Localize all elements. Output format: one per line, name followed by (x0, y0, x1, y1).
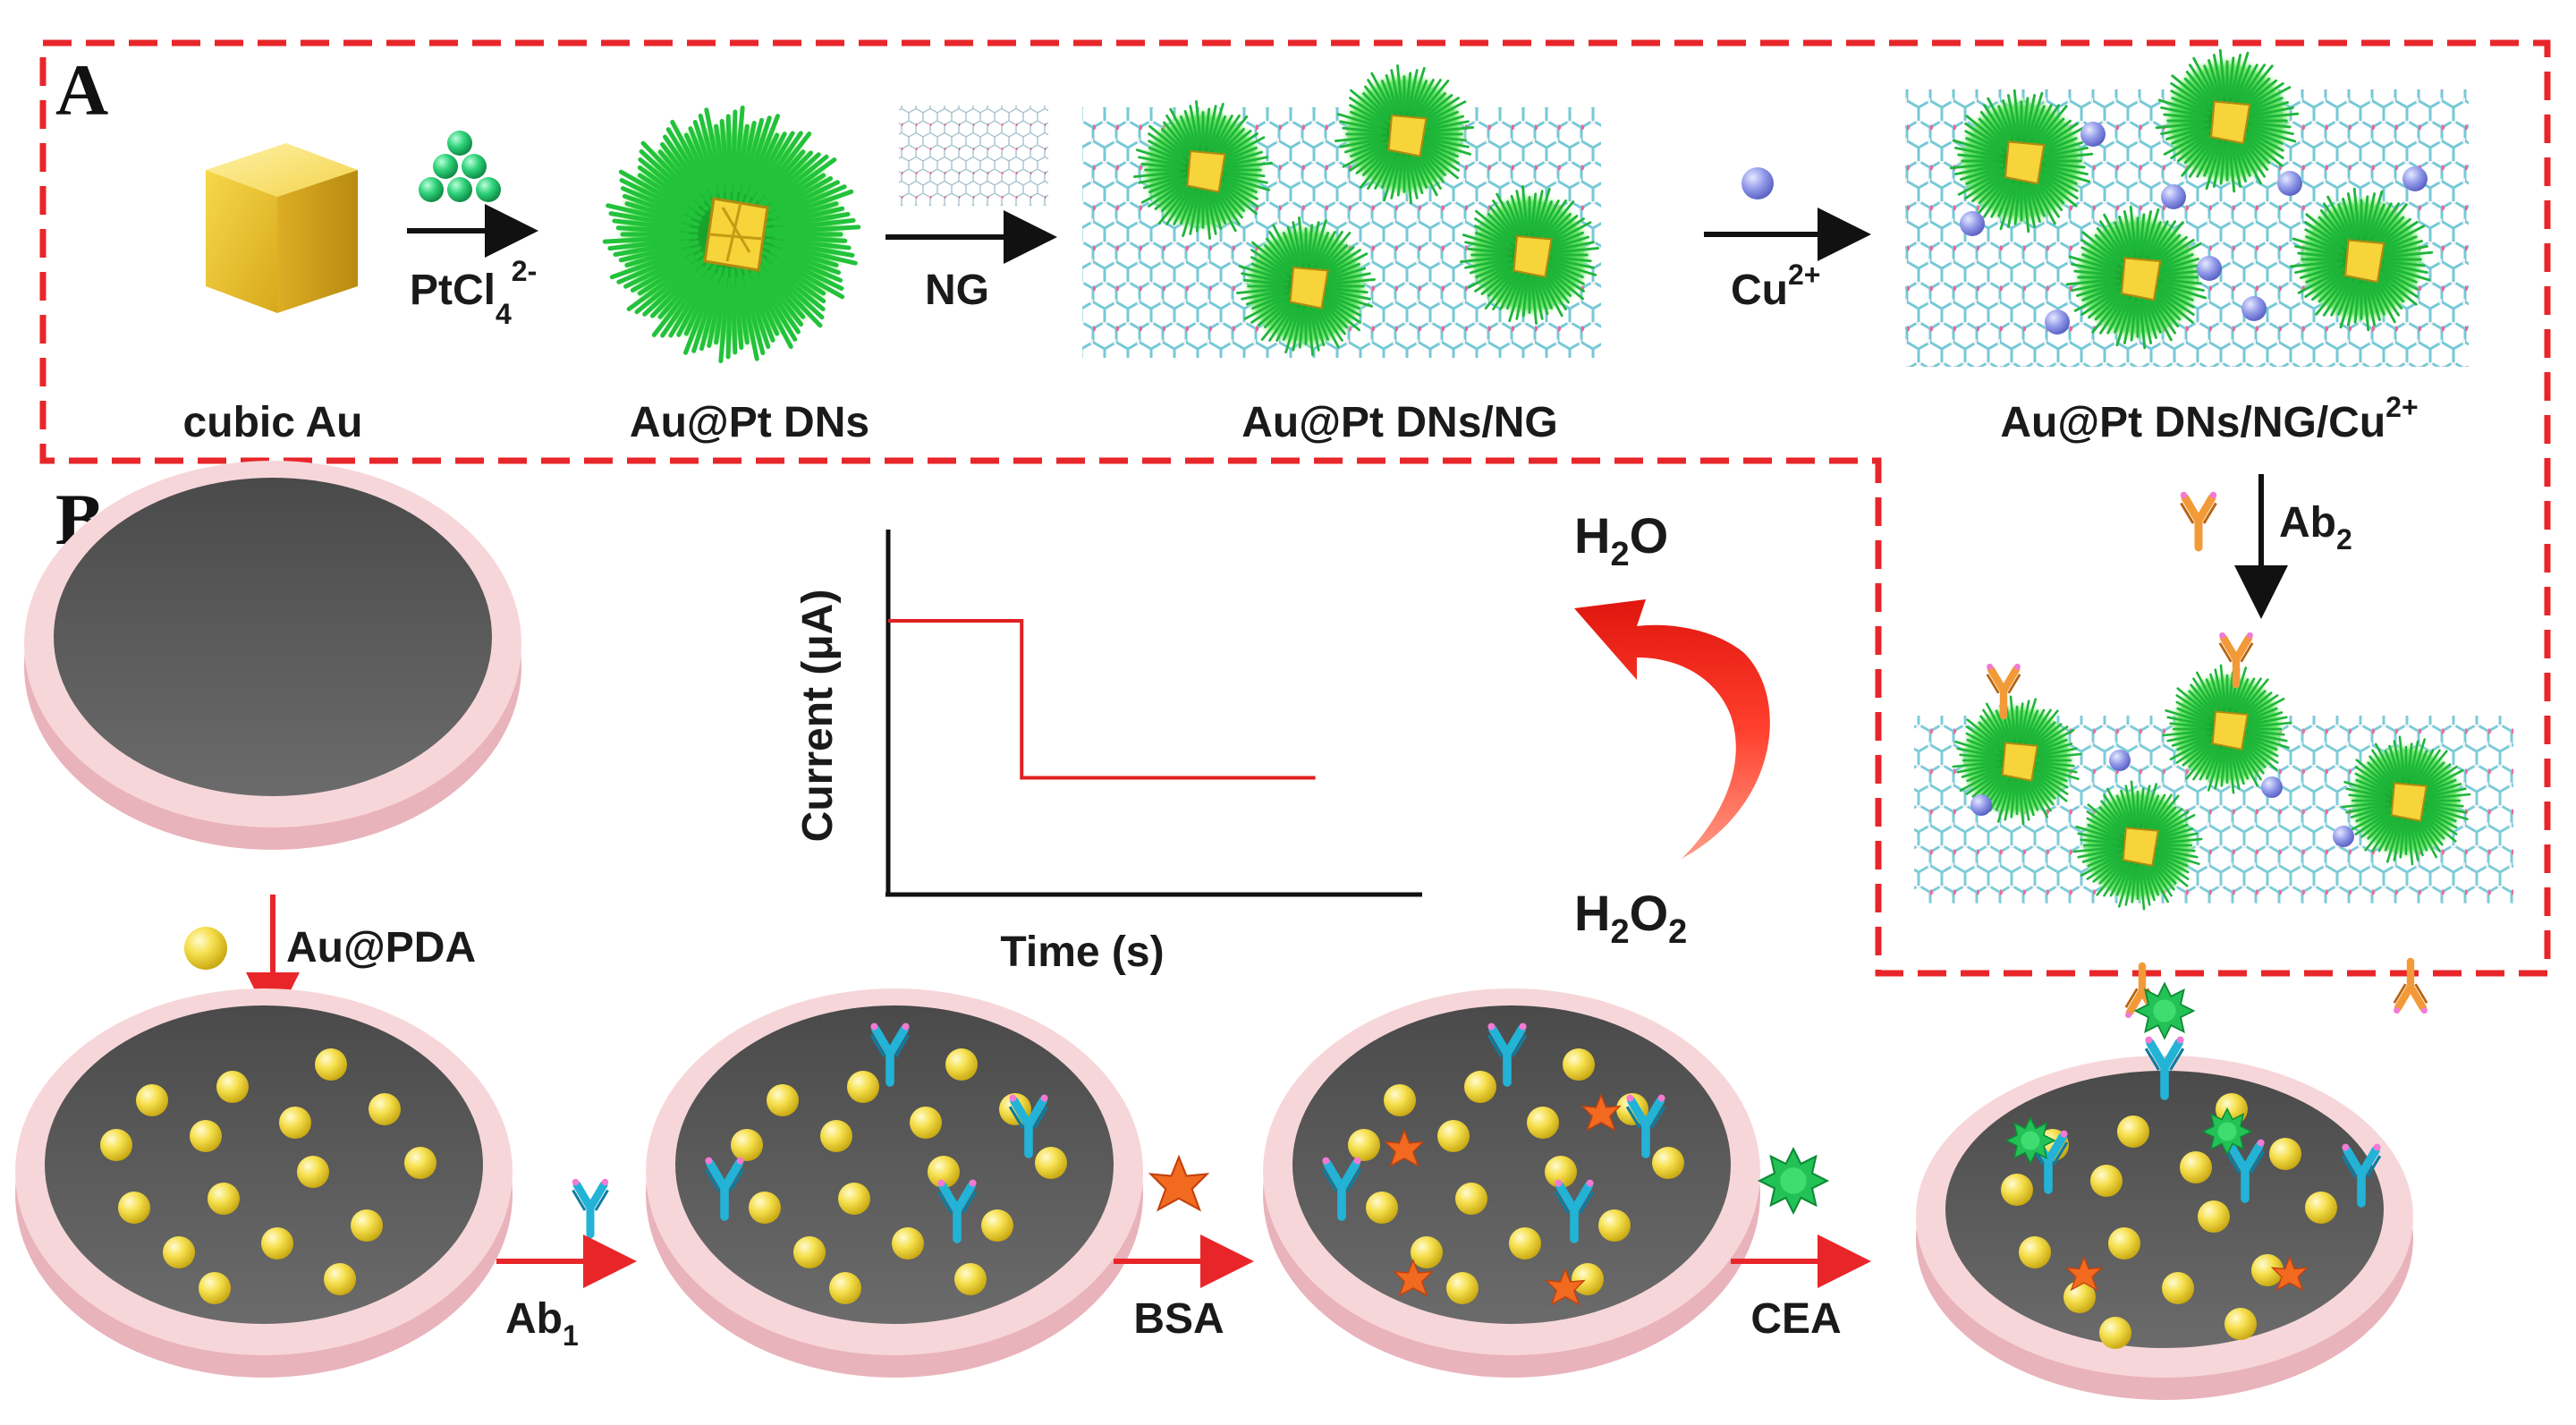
pt-precursor-balls (419, 131, 501, 202)
reduction-reaction: H2O H2O2 (1574, 507, 1770, 951)
h2o-label: H2O (1574, 507, 1668, 573)
urchin-on-ng-3 (1235, 216, 1377, 357)
urchin-on-ng-1 (1132, 99, 1274, 241)
cea-label: CEA (1750, 1295, 1841, 1343)
ab2-label: Ab2 (2279, 499, 2352, 556)
bare-electrode (24, 461, 521, 850)
electrode-sandwich (1916, 982, 2413, 1400)
chart-series-line (888, 619, 1316, 780)
au-pt-dns-ng-cu-label: Au@Pt DNs/NG/Cu2+ (2000, 391, 2418, 446)
urchin-on-ng-2 (1334, 64, 1475, 205)
chart-y-label: Current (μA) (794, 590, 842, 843)
panel-b: B Au@PDA (15, 461, 2413, 1400)
amperometric-chart: Time (s) Current (μA) (794, 530, 1422, 976)
ab2-antibody-icon (2181, 492, 2217, 547)
cea-antigen-icon (1758, 1148, 1828, 1214)
ng-arrow-label: NG (925, 267, 989, 314)
cubic-au-cube (206, 143, 358, 313)
ab1-antibody-icon (572, 1179, 609, 1234)
labelled-probe-composite (1914, 632, 2513, 1018)
ab1-label: Ab1 (505, 1295, 579, 1352)
au-pt-dns-ng-cu-composite (1905, 48, 2469, 367)
urchin-on-ng-4 (1459, 184, 1600, 326)
cubic-au-label: cubic Au (183, 399, 363, 446)
chart-x-label: Time (s) (1000, 929, 1164, 976)
au-pt-dn-urchin (602, 106, 861, 363)
bsa-protein-icon (1149, 1156, 1208, 1211)
electrode-bsa (1263, 988, 1760, 1378)
cu-ion-ball (1741, 167, 1774, 199)
electrode-ab1 (646, 988, 1143, 1378)
au-pt-dns-ng-label: Au@Pt DNs/NG (1241, 399, 1557, 446)
panel-a-dashed-frame (39, 39, 2551, 977)
panel-a: A cubic Au PtCl42- Au@Pt DNs NG (39, 39, 2551, 1018)
ng-sheet-icon (899, 106, 1048, 206)
electrode-au-pda (15, 988, 513, 1378)
ptcl4-label: PtCl42- (410, 255, 537, 330)
panel-a-letter: A (55, 49, 108, 131)
h2o2-label: H2O2 (1574, 885, 1687, 951)
au-pda-label: Au@PDA (286, 924, 476, 971)
catalysis-curved-arrow (1574, 599, 1770, 859)
au-pt-dns-ng-composite (1082, 64, 1601, 358)
au-pda-ball (184, 927, 227, 970)
cu-arrow-label: Cu2+ (1731, 259, 1820, 314)
au-pt-dns-label: Au@Pt DNs (630, 399, 869, 446)
bsa-label: BSA (1133, 1295, 1224, 1343)
